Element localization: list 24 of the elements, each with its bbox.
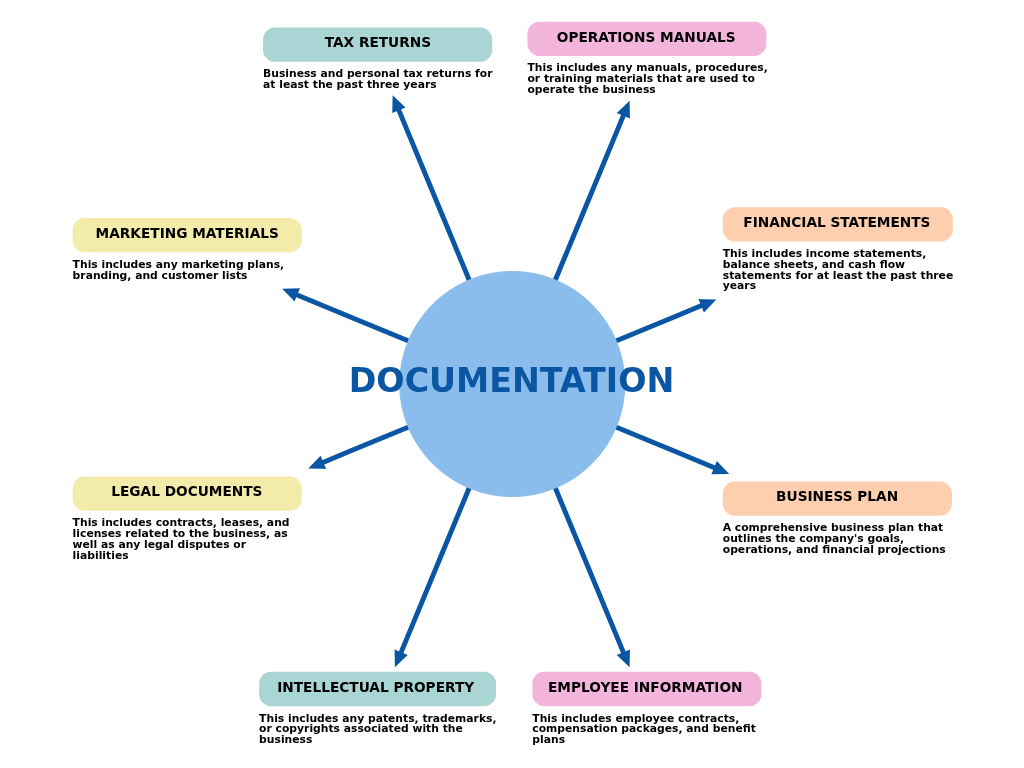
- arrow: [615, 299, 716, 344]
- arrow: [391, 95, 471, 281]
- node-box: TAX RETURNS: [262, 27, 492, 62]
- node-box: MARKETING MATERIALS: [72, 218, 302, 253]
- arrow: [307, 424, 409, 469]
- node-label: This includes any patents, trademarks, or copyrights associated with the business: [258, 711, 497, 747]
- node-label: Business and personal tax returns for at least the past three years: [262, 67, 492, 92]
- node-label: This includes income statements, balance sheets, and cash flow statements for at least the past three years: [722, 246, 953, 293]
- node-box: BUSINESS PLAN: [722, 481, 952, 516]
- node-label: This includes contracts, leases, and licenses related to the business, as well as any legal disputes or liabilities: [72, 516, 290, 562]
- arrow: [394, 487, 471, 668]
- arrow: [281, 288, 409, 344]
- node-box: FINANCIAL STATEMENTS: [722, 207, 953, 242]
- node-label: This includes employee contracts, compensation packages, and benefit plans: [531, 711, 756, 747]
- node-label: A comprehensive business plan that outlines the company's goals, operations, and financial projections: [722, 521, 946, 556]
- arrow: [552, 100, 630, 281]
- node-box: EMPLOYEE INFORMATION: [531, 671, 761, 707]
- arrow: [552, 487, 630, 668]
- node-label: This includes any manuals, procedures, or training materials that are used to operate the business: [526, 61, 768, 97]
- node-box: LEGAL DOCUMENTS: [72, 476, 302, 511]
- node-box: INTELLECTUAL PROPERTY: [258, 671, 496, 707]
- node-box: OPERATIONS MANUALS: [526, 21, 766, 56]
- arrow: [615, 424, 729, 475]
- node-label: This includes any marketing plans, branding, and customer lists: [72, 257, 284, 282]
